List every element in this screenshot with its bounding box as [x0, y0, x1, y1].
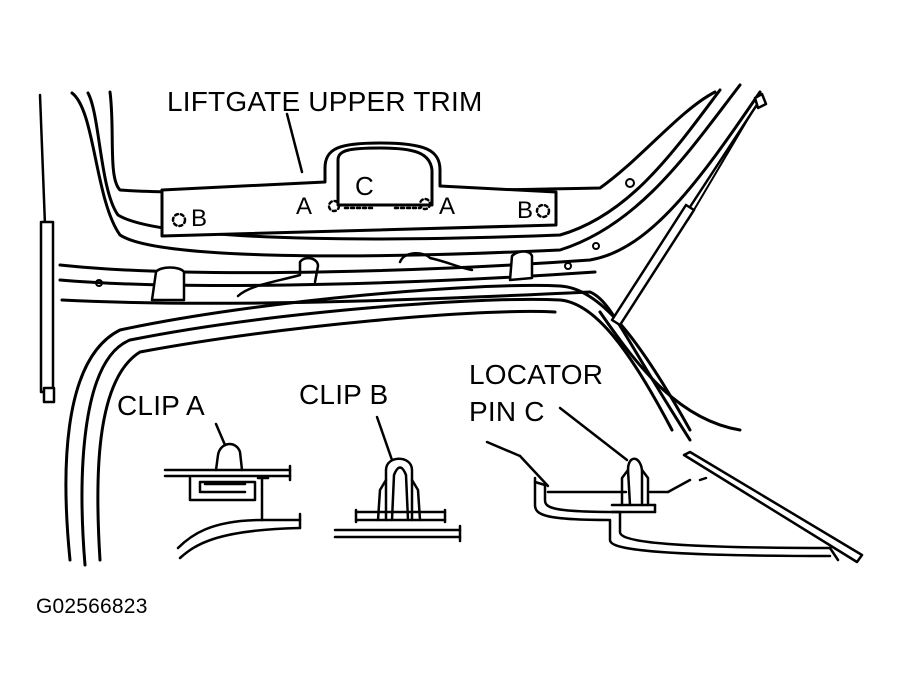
clip-b-left-marker-label: B [191, 205, 208, 232]
liftgate-upper-trim-panel [160, 141, 558, 238]
left-gas-strut [38, 93, 56, 404]
locator-pin-c-detail [485, 406, 864, 564]
locator-title-line2: PIN C [469, 396, 545, 427]
center-c-label: C [355, 171, 374, 201]
right-gas-strut [610, 92, 768, 327]
clip-b-right-marker-label: B [517, 197, 534, 224]
figure-code: G02566823 [36, 595, 148, 618]
liftgate-opening [58, 83, 762, 567]
liftgate-upper-trim-label: LIFTGATE UPPER TRIM [167, 86, 483, 117]
locator-title-line1: LOCATOR [469, 359, 604, 390]
clip-a-title: CLIP A [117, 390, 205, 421]
body-screw-holes [95, 178, 635, 287]
clip-b-title: CLIP B [299, 379, 389, 410]
clip-a-left-marker-label: A [296, 193, 313, 220]
clip-b-detail [333, 415, 462, 543]
trim-leader-line [285, 112, 304, 174]
clip-a-detail [163, 422, 302, 560]
right-body-edge [598, 310, 742, 432]
clip-a-right-marker-label: A [439, 193, 456, 220]
panel-clip-markers [171, 197, 551, 228]
header-clip-tabs [150, 250, 534, 302]
